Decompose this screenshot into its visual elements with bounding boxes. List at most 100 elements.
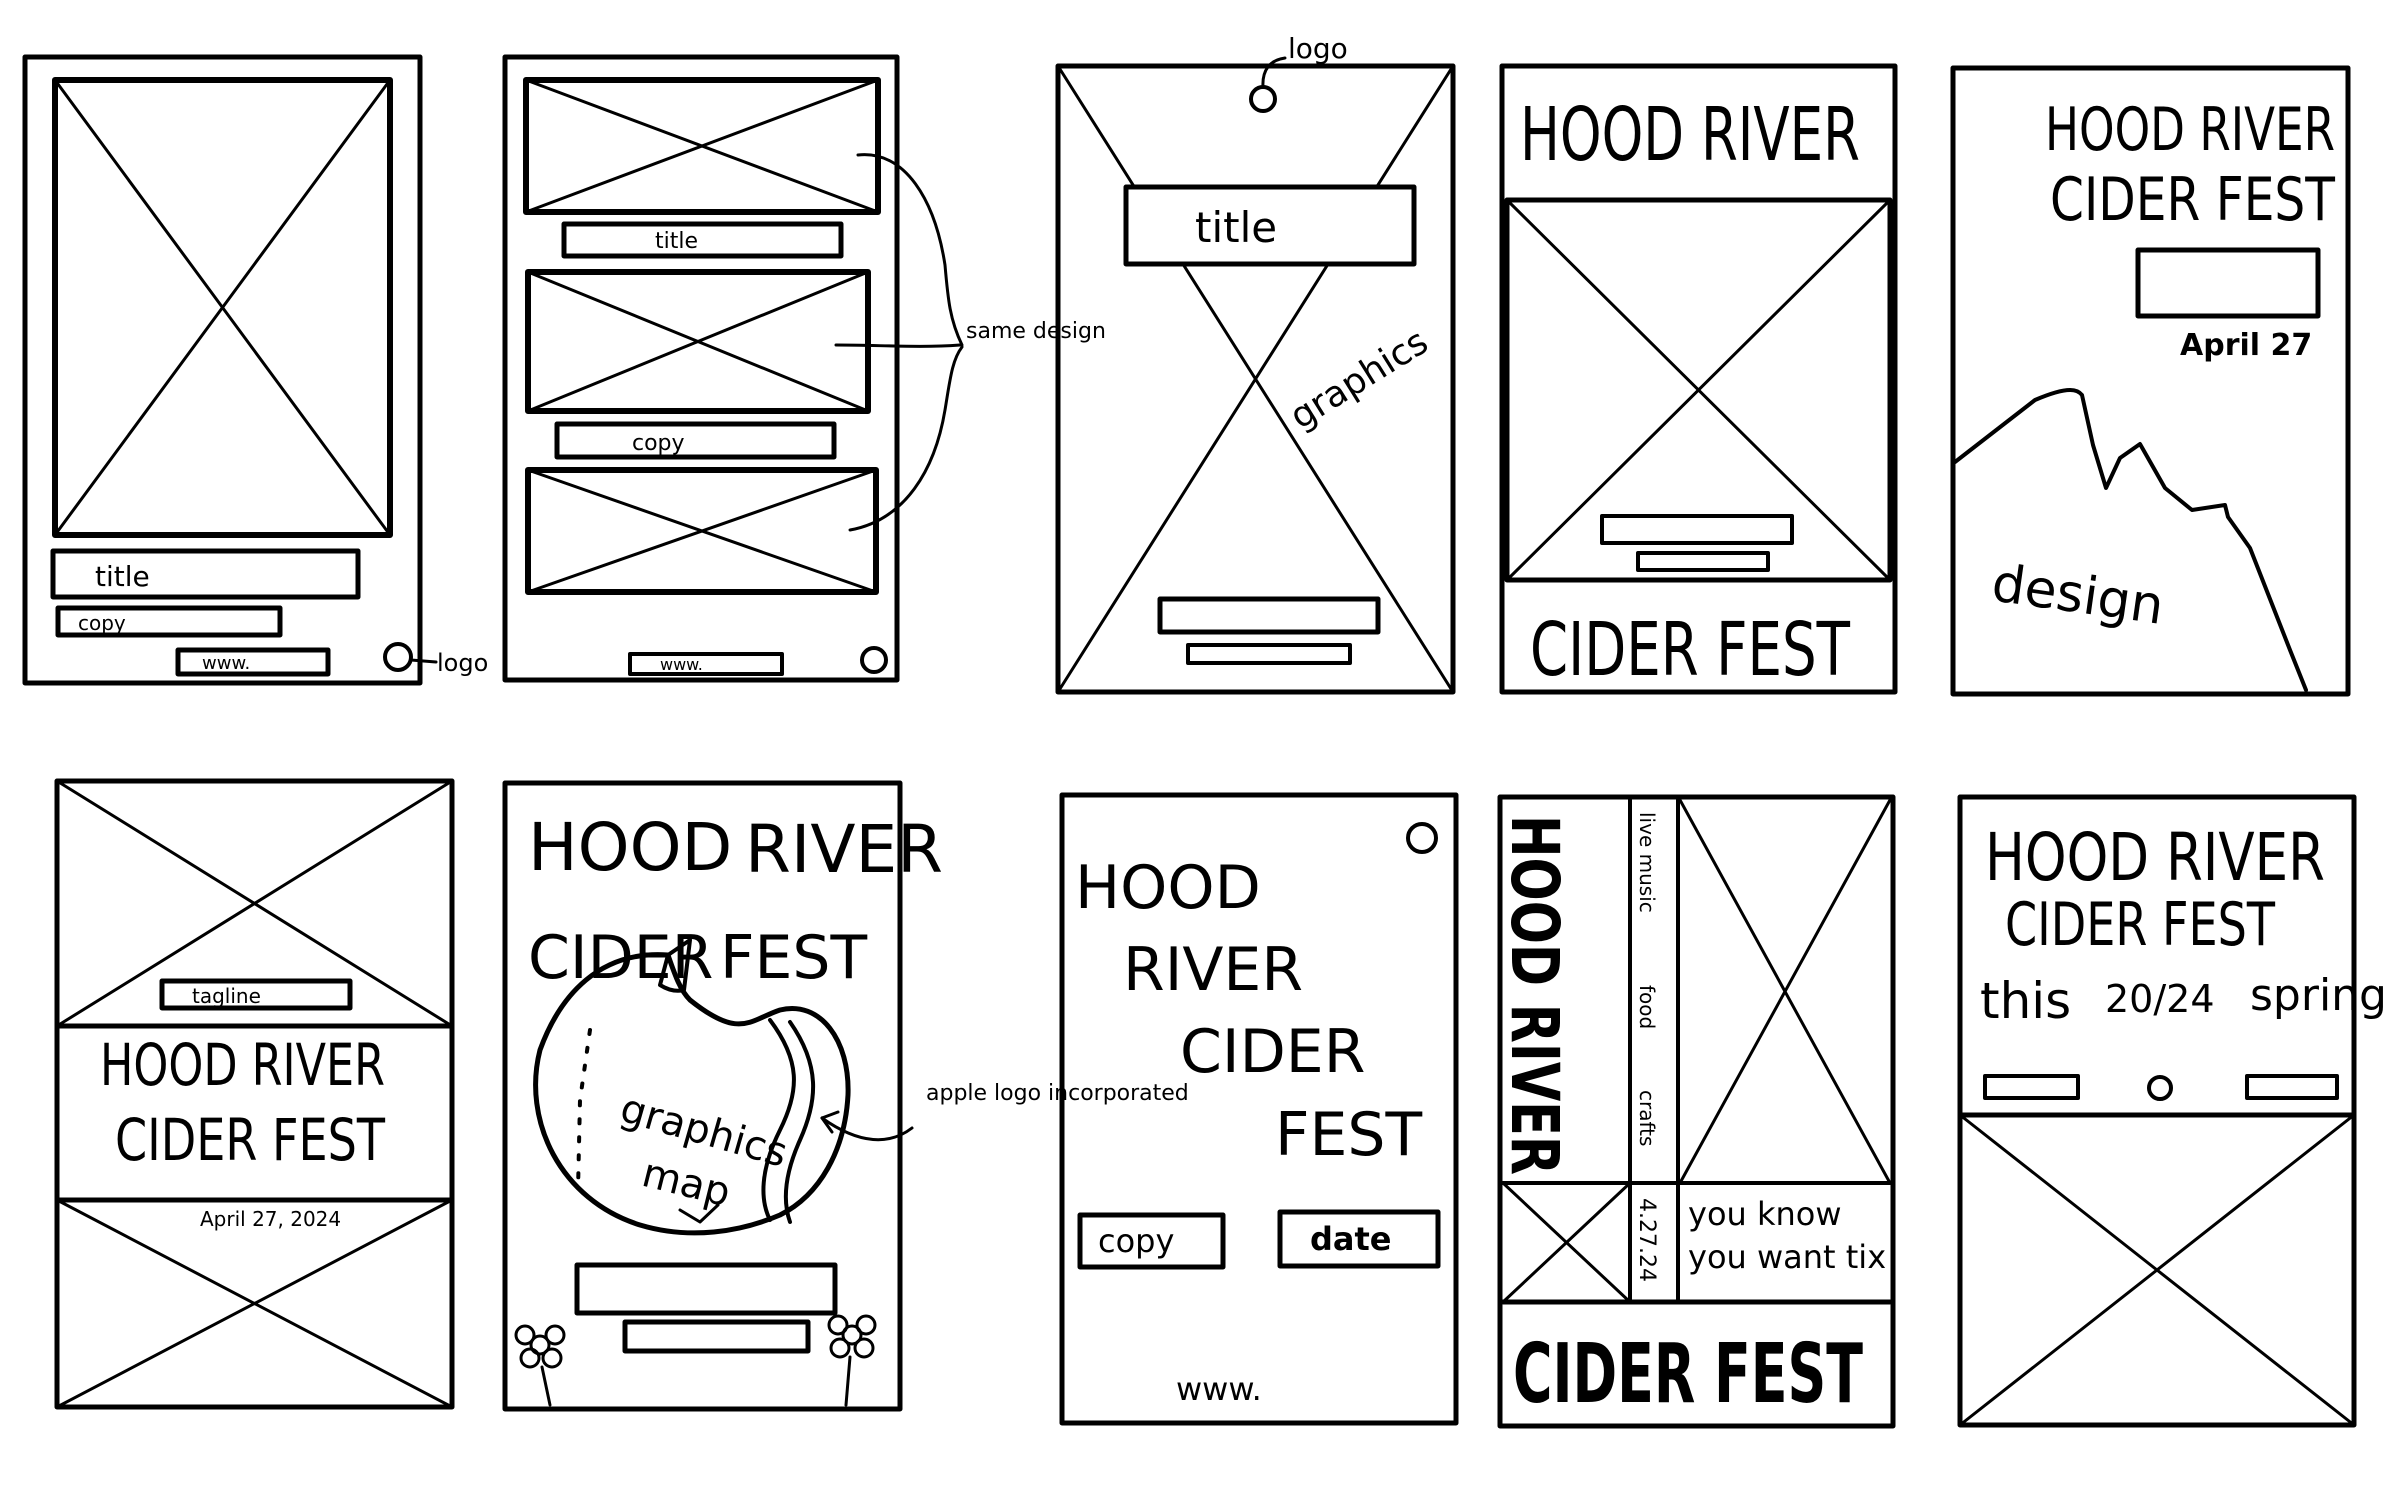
map-label: map <box>638 1150 735 1216</box>
live-music-label: live music <box>1635 812 1659 913</box>
title-box <box>1123 184 1417 267</box>
same-design-label: same design <box>966 319 1106 344</box>
sketch-4: HOOD RIVER CIDER FEST <box>1499 63 1898 695</box>
apple-logo-leader <box>820 1116 914 1142</box>
logo-circle <box>1406 822 1438 854</box>
cider-fest-heading: CIDER FEST <box>2050 165 2335 235</box>
logo-circle <box>383 642 413 672</box>
sketch-10: HOOD RIVER CIDER FEST this 20/24 spring <box>1957 794 2386 1428</box>
url-label: www. <box>660 655 703 674</box>
design-label: design <box>1988 553 2167 636</box>
flower-doodle-left <box>514 1324 566 1407</box>
copy-box <box>1077 1212 1226 1270</box>
sketch-1-frame <box>22 54 423 686</box>
fest-heading: FEST <box>1275 1100 1423 1170</box>
hood-river-heading: HOOD RIVER <box>2045 95 2335 165</box>
spring-label: spring <box>2250 970 2386 1021</box>
cider-fest-heading: CIDER FEST <box>1513 1327 1863 1422</box>
tagline-line-2: you want tix <box>1688 1238 1886 1276</box>
sketch-4-frame <box>1499 63 1898 695</box>
cider-fest-heading: CIDER FEST <box>2005 890 2275 960</box>
food-label: food <box>1635 985 1659 1029</box>
image-placeholder <box>1501 1181 1632 1304</box>
hood-heading: HOOD <box>1075 853 1261 923</box>
small-text-box <box>1186 643 1352 665</box>
graphics-label: graphics <box>1283 321 1435 437</box>
sketch-6-frame <box>54 778 455 1410</box>
mountain-design <box>1953 388 2308 692</box>
image-placeholder <box>1678 798 1892 1185</box>
river-heading: RIVER <box>1123 935 1303 1005</box>
year-label: 20/24 <box>2105 977 2215 1021</box>
this-label: this <box>1980 972 2071 1030</box>
sketch-9-frame <box>1497 794 1896 1429</box>
date-box <box>1277 1209 1441 1269</box>
hood-river-heading: HOOD RIVER <box>1985 819 2325 896</box>
image-placeholder <box>525 467 879 595</box>
copy-label: copy <box>632 431 685 456</box>
sketch-1: title copy www. logo <box>22 54 488 686</box>
small-text-box <box>1636 551 1770 572</box>
sketch-9: HOOD RIVER live music food crafts 4.27.2… <box>1496 794 1896 1429</box>
image-placeholder-diagonal <box>1056 64 1455 694</box>
hood-river-heading: HOOD RIVER <box>100 1031 385 1099</box>
image-placeholder <box>54 779 455 1029</box>
image-placeholder <box>52 77 393 538</box>
date-label: date <box>1310 1220 1392 1258</box>
logo-circle <box>860 646 888 674</box>
logo-leader <box>409 658 438 664</box>
sketch-5: HOOD RIVER CIDER FEST April 27 design <box>1950 65 2351 697</box>
small-text-box <box>622 1319 811 1354</box>
sketch-8: HOOD RIVER CIDER FEST copy date www. <box>1059 792 1459 1426</box>
image-placeholder <box>523 77 881 215</box>
fest-heading: FEST <box>720 923 868 993</box>
copy-box <box>554 421 837 460</box>
date-label: April 27, 2024 <box>200 1207 341 1231</box>
cider-fest-heading: CIDER FEST <box>1530 607 1851 693</box>
sketch-6: tagline HOOD RIVER CIDER FEST April 27, … <box>54 778 455 1410</box>
sketch-7: HOOD RIVER CIDER FEST graphics map apple… <box>502 780 1189 1412</box>
flower-doodle-right <box>827 1314 877 1407</box>
url-label: www. <box>1176 1370 1262 1408</box>
sketch-10-frame <box>1957 794 2357 1428</box>
sketch-3-frame <box>1055 63 1456 695</box>
title-label: title <box>95 560 150 593</box>
date-label: 4.27.24 <box>1634 1198 1659 1282</box>
crafts-label: crafts <box>1635 1090 1659 1146</box>
image-placeholder <box>525 269 871 414</box>
sketch-5-frame <box>1950 65 2351 697</box>
content-box <box>2135 247 2321 319</box>
nav-box-right <box>2245 1074 2339 1100</box>
title-box <box>561 221 844 259</box>
button-box <box>574 1262 838 1316</box>
same-design-annotation: same design <box>834 153 1106 532</box>
apple-graphic <box>533 938 851 1236</box>
button-box <box>1157 596 1381 635</box>
logo-label: logo <box>437 649 488 677</box>
logo-label: logo <box>1288 32 1348 65</box>
river-heading: RIVER <box>745 811 943 888</box>
image-placeholder <box>1504 197 1893 583</box>
cider-fest-heading: CIDER FEST <box>115 1106 385 1174</box>
tagline-box <box>159 978 353 1011</box>
image-placeholder <box>1957 1112 2357 1427</box>
logo-circle <box>2147 1075 2173 1101</box>
title-label: title <box>1195 203 1277 252</box>
sketch-8-frame <box>1059 792 1459 1426</box>
hood-river-heading: HOOD RIVER <box>1520 92 1860 178</box>
button-box <box>1600 514 1794 545</box>
logo-circle <box>1249 85 1277 113</box>
image-placeholder <box>54 1197 455 1409</box>
copy-label: copy <box>1098 1222 1174 1260</box>
tagline-label: tagline <box>192 984 261 1008</box>
nav-box-left <box>1983 1074 2080 1100</box>
hood-river-heading: HOOD RIVER <box>1496 815 1573 1175</box>
sketch-2: title copy www. same design <box>502 54 1106 683</box>
sketch-3: logo title graphics <box>1055 32 1456 695</box>
url-box <box>175 647 331 677</box>
copy-label: copy <box>78 611 126 635</box>
date-label: April 27 <box>2180 328 2312 363</box>
apple-logo-label: apple logo incorporated <box>926 1081 1189 1106</box>
url-label: www. <box>202 653 250 674</box>
